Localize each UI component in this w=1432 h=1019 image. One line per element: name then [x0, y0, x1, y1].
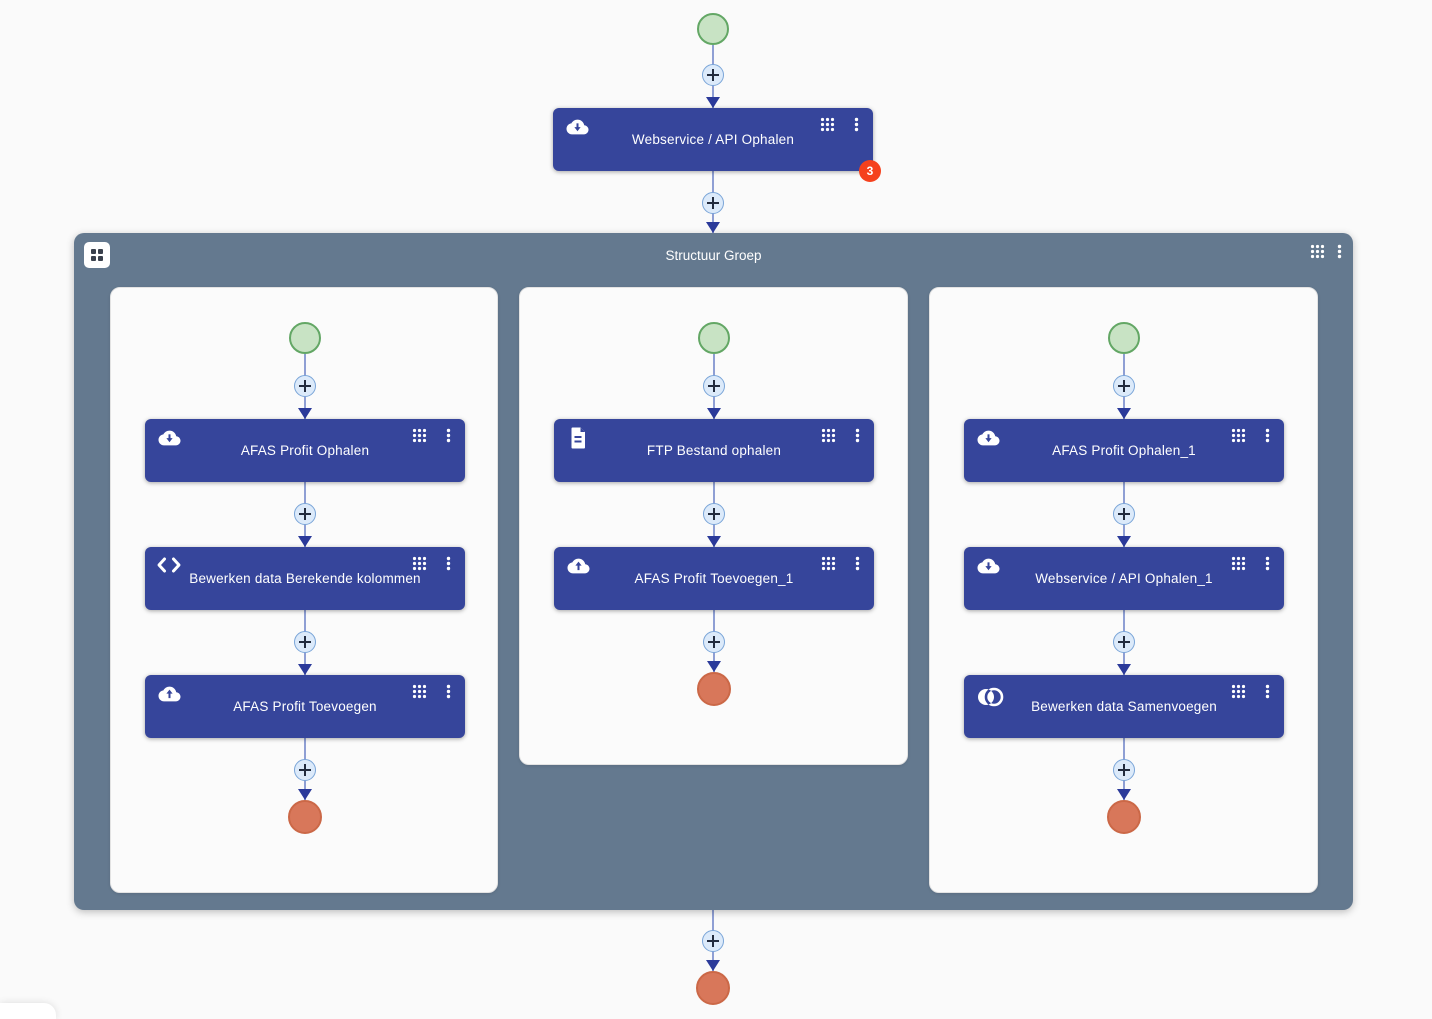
node-afas-profit-toevoegen[interactable]: AFAS Profit Toevoegen: [145, 675, 465, 738]
node-afas-profit-toevoegen-1[interactable]: AFAS Profit Toevoegen_1: [554, 547, 874, 610]
add-step-button[interactable]: [1113, 375, 1135, 397]
end-node[interactable]: [288, 800, 322, 834]
add-step-button[interactable]: [703, 631, 725, 653]
arrowhead-icon: [1117, 408, 1131, 419]
add-step-button[interactable]: [1113, 503, 1135, 525]
node-label: AFAS Profit Toevoegen: [233, 699, 377, 714]
node-webservice-api-ophalen-1[interactable]: Webservice / API Ophalen_1: [964, 547, 1284, 610]
group-structuur-groep[interactable]: Structuur Groep AFAS Pro: [74, 233, 1353, 910]
arrowhead-icon: [1117, 789, 1131, 800]
kebab-menu-icon[interactable]: [1265, 684, 1270, 699]
node-label: FTP Bestand ophalen: [646, 443, 782, 458]
arrowhead-icon: [298, 536, 312, 547]
node-label: AFAS Profit Toevoegen_1: [634, 571, 794, 586]
kebab-menu-icon[interactable]: [854, 117, 859, 132]
kebab-menu-icon[interactable]: [446, 684, 451, 699]
error-count-badge[interactable]: 3: [859, 160, 881, 182]
add-step-button[interactable]: [294, 759, 316, 781]
file-document-icon: [568, 426, 588, 450]
node-webservice-api-ophalen[interactable]: Webservice / API Ophalen 3: [553, 108, 881, 182]
start-node[interactable]: [1108, 322, 1140, 354]
arrowhead-icon: [298, 664, 312, 675]
cloud-download-icon: [975, 427, 1002, 449]
arrowhead-icon: [706, 97, 720, 108]
kebab-menu-icon[interactable]: [1337, 244, 1342, 259]
drag-handle-icon[interactable]: [820, 117, 835, 132]
kebab-menu-icon[interactable]: [1265, 428, 1270, 443]
start-node[interactable]: [698, 322, 730, 354]
start-node[interactable]: [697, 13, 729, 45]
cloud-download-icon: [564, 116, 591, 138]
add-step-button[interactable]: [702, 192, 724, 214]
arrowhead-icon: [707, 536, 721, 547]
arrowhead-icon: [707, 408, 721, 419]
node-bewerken-data-samenvoegen[interactable]: Bewerken data Samenvoegen: [964, 675, 1284, 738]
add-step-button[interactable]: [294, 631, 316, 653]
drag-handle-icon[interactable]: [412, 556, 427, 571]
node-afas-profit-ophalen[interactable]: AFAS Profit Ophalen: [145, 419, 465, 482]
cloud-upload-icon: [156, 683, 183, 705]
node-afas-profit-ophalen-1[interactable]: AFAS Profit Ophalen_1: [964, 419, 1284, 482]
node-label: Bewerken data Samenvoegen: [1031, 699, 1217, 714]
drag-handle-icon[interactable]: [821, 428, 836, 443]
subflow-panel-2[interactable]: FTP Bestand ophalen AFAS Profit Toevoege…: [519, 287, 908, 765]
node-label: AFAS Profit Ophalen: [240, 443, 370, 458]
node-bewerken-data-berekende-kolommen[interactable]: Bewerken data Berekende kolommen: [145, 547, 465, 610]
kebab-menu-icon[interactable]: [1265, 556, 1270, 571]
cloud-download-icon: [975, 555, 1002, 577]
drag-handle-icon[interactable]: [1231, 684, 1246, 699]
end-node[interactable]: [1107, 800, 1141, 834]
drag-handle-icon[interactable]: [1231, 428, 1246, 443]
group-title: Structuur Groep: [665, 248, 762, 263]
add-step-button[interactable]: [294, 375, 316, 397]
code-icon: [156, 555, 182, 575]
node-label: Webservice / API Ophalen_1: [1035, 571, 1213, 586]
drag-handle-icon[interactable]: [1231, 556, 1246, 571]
drag-handle-icon[interactable]: [412, 428, 427, 443]
drag-handle-icon[interactable]: [1310, 244, 1325, 259]
merge-icon: [975, 686, 1005, 708]
end-node[interactable]: [697, 672, 731, 706]
group-grid-icon[interactable]: [84, 242, 110, 268]
cloud-upload-icon: [565, 555, 592, 577]
kebab-menu-icon[interactable]: [855, 556, 860, 571]
add-step-button[interactable]: [703, 375, 725, 397]
arrowhead-icon: [298, 789, 312, 800]
node-label: AFAS Profit Ophalen_1: [1052, 443, 1196, 458]
add-step-button[interactable]: [702, 64, 724, 86]
add-step-button[interactable]: [1113, 631, 1135, 653]
node-ftp-bestand-ophalen[interactable]: FTP Bestand ophalen: [554, 419, 874, 482]
drag-handle-icon[interactable]: [821, 556, 836, 571]
corner-panel: [0, 1003, 56, 1019]
arrowhead-icon: [1117, 664, 1131, 675]
arrowhead-icon: [706, 222, 720, 233]
subflow-panel-1[interactable]: AFAS Profit Ophalen Bewerken data Bereke…: [110, 287, 498, 893]
drag-handle-icon[interactable]: [412, 684, 427, 699]
start-node[interactable]: [289, 322, 321, 354]
kebab-menu-icon[interactable]: [855, 428, 860, 443]
arrowhead-icon: [298, 408, 312, 419]
kebab-menu-icon[interactable]: [446, 428, 451, 443]
end-node[interactable]: [696, 971, 730, 1005]
node-label: Webservice / API Ophalen: [631, 132, 795, 147]
add-step-button[interactable]: [703, 503, 725, 525]
add-step-button[interactable]: [702, 930, 724, 952]
arrowhead-icon: [706, 960, 720, 971]
add-step-button[interactable]: [1113, 759, 1135, 781]
add-step-button[interactable]: [294, 503, 316, 525]
subflow-panel-3[interactable]: AFAS Profit Ophalen_1 Webservice / API O…: [929, 287, 1318, 893]
arrowhead-icon: [707, 661, 721, 672]
kebab-menu-icon[interactable]: [446, 556, 451, 571]
cloud-download-icon: [156, 427, 183, 449]
arrowhead-icon: [1117, 536, 1131, 547]
node-label: Bewerken data Berekende kolommen: [189, 571, 421, 586]
